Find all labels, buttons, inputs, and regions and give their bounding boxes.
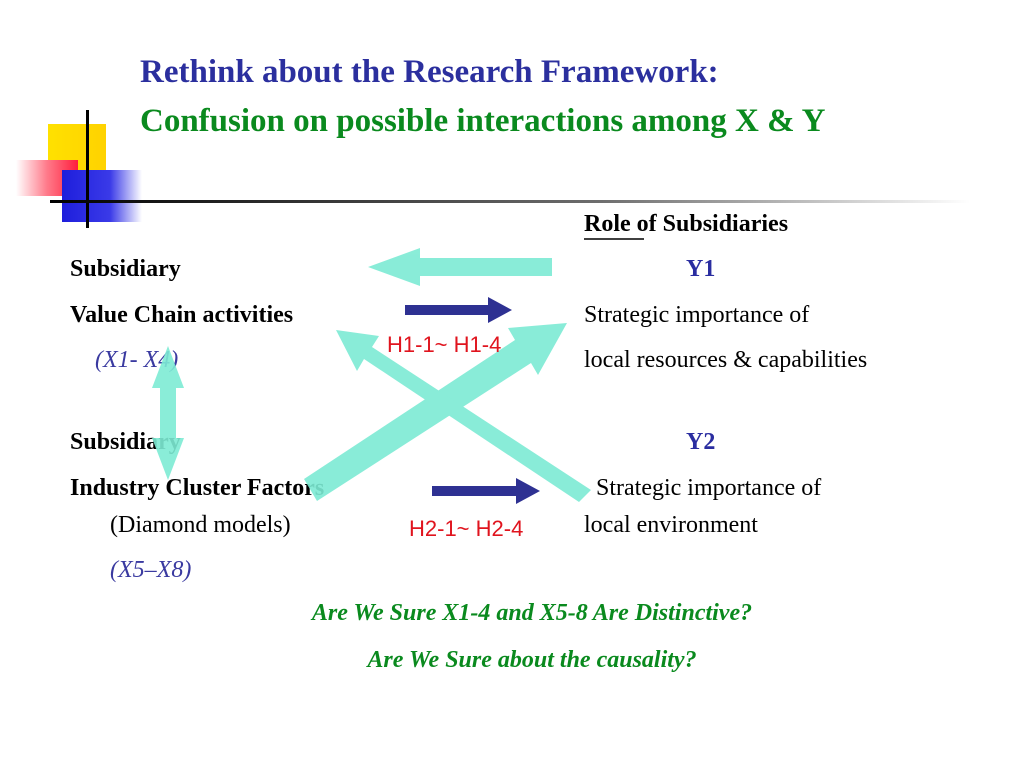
- role-word: Role: [584, 211, 631, 237]
- question-2: Are We Sure about the causality?: [367, 647, 697, 673]
- role-heading: Role of Subsidiaries: [584, 211, 788, 238]
- subsidiary-label-1: Subsidiary: [70, 256, 181, 282]
- y1-line-1: Strategic importance of: [584, 302, 810, 328]
- y1-label: Y1: [686, 256, 716, 282]
- h1-arrow: [405, 297, 512, 323]
- value-chain-label: Value Chain activities: [70, 302, 294, 328]
- diagonal-arrow-up-right: [304, 323, 567, 501]
- left-arrow-top: [368, 248, 552, 286]
- industry-cluster-label: Industry Cluster Factors: [70, 475, 325, 501]
- vertical-double-arrow: [152, 346, 184, 480]
- x5-x8-ref: (X5–X8): [110, 557, 192, 583]
- y2-line-2: local environment: [584, 512, 758, 538]
- title-line-2: Confusion on possible interactions among…: [140, 103, 826, 139]
- h2-arrow: [432, 478, 540, 504]
- corner-logo-graphic: [16, 110, 970, 228]
- h1-hypothesis-label: H1-1~ H1-4: [387, 332, 502, 357]
- diagonal-arrow-up-left: [336, 330, 591, 502]
- y2-label: Y2: [686, 429, 716, 455]
- h2-hypothesis-label: H2-1~ H2-4: [409, 516, 524, 541]
- y1-line-2: local resources & capabilities: [584, 347, 868, 373]
- diamond-models-label: (Diamond models): [110, 512, 291, 538]
- title-line-1: Rethink about the Research Framework:: [140, 54, 719, 90]
- y2-line-1: Strategic importance of: [596, 475, 822, 501]
- question-1: Are We Sure X1-4 and X5-8 Are Distinctiv…: [311, 600, 753, 626]
- role-heading-rest: of Subsidiaries: [630, 211, 789, 237]
